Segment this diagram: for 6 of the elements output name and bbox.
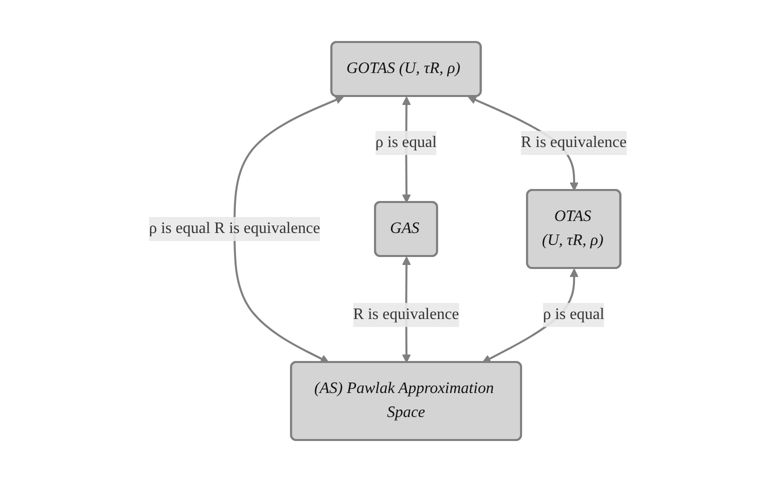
arrow	[233, 96, 344, 363]
edge-label: ρ is equal	[375, 134, 436, 151]
edge-label: R is equivalence	[352, 306, 459, 323]
edge-label: R is equivalence	[520, 134, 626, 151]
edge-label: ρ is equal R is equivalence	[148, 220, 320, 237]
edge-label: ρ is equal	[542, 306, 604, 323]
